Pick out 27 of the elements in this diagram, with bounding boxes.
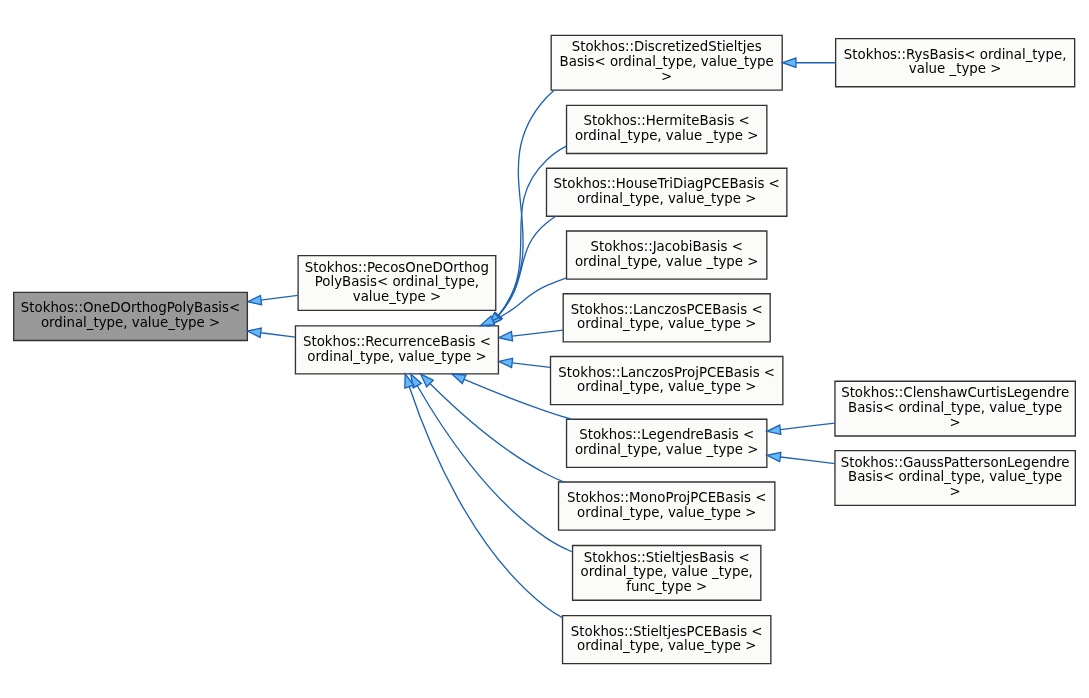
node-box: Stokhos::ClenshawCurtisLegendre Basis< ordinal_type, value_type >: [834, 380, 1076, 437]
node-box: Stokhos::StieltjesBasis < ordinal_type, value _type, func_type >: [571, 544, 762, 601]
node-box: Stokhos::MonoProjPCEBasis < ordinal_type, value_type >: [557, 480, 776, 531]
node-box: Stokhos::LanczosPCEBasis < ordinal_type, value_type >: [562, 292, 771, 342]
node-box: Stokhos::RysBasis< ordinal_type, value _type >: [834, 37, 1076, 87]
node-box: Stokhos::LanczosProjPCEBasis < ordinal_type, value_type >: [549, 355, 784, 405]
arrow: [404, 371, 563, 618]
arrow: [496, 356, 551, 369]
node-box: Stokhos::OneDOrthogPolyBasis< ordinal_type, value_type >: [13, 291, 249, 341]
node-box: Stokhos::PecosOneDOrthog PolyBasis< ordinal_type, value_type >: [297, 254, 497, 311]
arrow: [449, 372, 573, 420]
node-box: Stokhos::JacobiBasis < ordinal_type, value _type >: [565, 229, 768, 280]
arrow: [409, 371, 573, 552]
arrow: [496, 328, 564, 342]
node-box: Stokhos::HouseTriDiagPCEBasis < ordinal_type, value_type >: [545, 167, 788, 217]
node-box: Stokhos::StieltjesPCEBasis < ordinal_type, value_type >: [561, 614, 772, 664]
node-box: Stokhos::DiscretizedStieltjes Basis< ordinal_type, value_type >: [550, 34, 783, 91]
arrow: [245, 293, 299, 306]
arrow: [765, 450, 836, 464]
arrow: [780, 56, 837, 68]
node-box: Stokhos::HermiteBasis < ordinal_type, value _type >: [565, 104, 768, 154]
arrow: [419, 372, 565, 483]
node-box: Stokhos::LegendreBasis < ordinal_type, value _type >: [565, 418, 768, 468]
node-box: Stokhos::GaussPattersonLegendre Basis< ordinal_type, value_type >: [834, 449, 1076, 506]
node-box: Stokhos::RecurrenceBasis < ordinal_type, value_type >: [294, 324, 500, 375]
arrow: [245, 326, 296, 338]
arrow: [765, 421, 836, 435]
